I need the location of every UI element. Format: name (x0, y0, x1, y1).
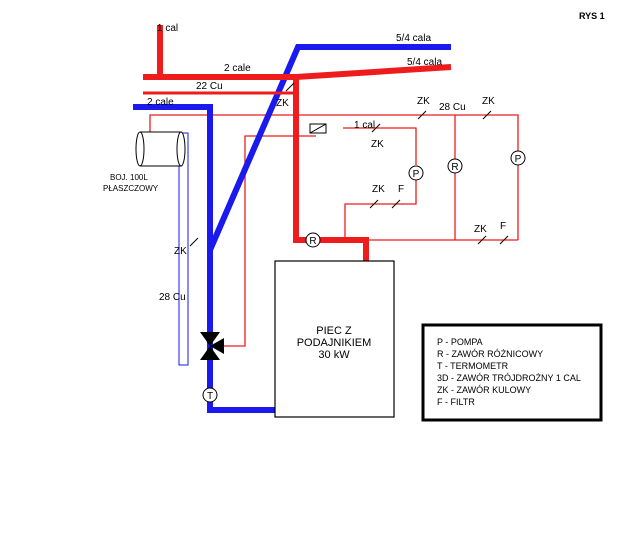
label-1cal-top: 1 cal (157, 23, 178, 34)
label-zk-left: ZK (174, 246, 187, 257)
label-zk-top-right: ZK (482, 96, 495, 107)
legend-item: P - POMPA (437, 337, 483, 347)
label-22cu: 22 Cu (196, 81, 223, 92)
tank-body (139, 131, 183, 167)
pump-b: P (510, 150, 526, 166)
label-f-right: F (500, 221, 506, 232)
legend-item: T - TERMOMETR (437, 361, 509, 371)
label-2cale-blue: 2 cale (147, 97, 174, 108)
three-way-valve-icon (200, 332, 224, 360)
legend-item: 3D - ZAWÓR TRÓJDROŻNY 1 CAL (437, 373, 581, 383)
label-54-red: 5/4 cala (407, 57, 442, 68)
label-28cu-top: 28 Cu (439, 102, 466, 113)
legend-item: ZK - ZAWÓR KULOWY (437, 385, 531, 395)
valve-r-mid-label: R (451, 162, 458, 173)
tank-label-1: BOJ. 100L (110, 173, 148, 182)
furnace-box (274, 260, 395, 418)
thermometer-label: T (207, 391, 213, 402)
label-f-mid: F (398, 184, 404, 195)
valve-r-bottom-label: R (309, 236, 316, 247)
tank-label-2: PŁASZCZOWY (103, 184, 159, 193)
thick-red-pipes (143, 25, 452, 262)
label-zk-top-left: ZK (276, 98, 289, 109)
label-28cu-left: 28 Cu (159, 292, 186, 303)
legend-box (421, 323, 603, 422)
furnace-label-2: PODAJNIKIEM (297, 337, 372, 349)
label-zk-lower-mid: ZK (372, 184, 385, 195)
boiler-tank (135, 131, 189, 366)
furnace-label-3: 30 kW (318, 349, 350, 361)
pump-a-label: P (413, 169, 420, 180)
mixing-valve-icon (309, 123, 327, 134)
valve-marks (189, 82, 509, 247)
tank-coil (178, 132, 189, 366)
pump-b-label: P (515, 154, 522, 165)
label-zk-branch: ZK (371, 139, 384, 150)
label-2cale-red: 2 cale (224, 63, 251, 74)
thermometer: T (202, 387, 218, 403)
thick-blue-pipes (133, 44, 451, 413)
label-zk-lower-right: ZK (474, 224, 487, 235)
pump-a: P (408, 165, 424, 181)
furnace-label-1: PIEC Z (316, 325, 352, 337)
figure-label: RYS 1 (579, 11, 605, 21)
legend-item: F - FILTR (437, 397, 475, 407)
differential-valve-bottom: R (305, 232, 321, 248)
differential-valve-mid: R (447, 158, 463, 174)
label-1cal: 1 cal (354, 120, 375, 131)
label-54-blue: 5/4 cala (396, 33, 431, 44)
label-zk-top-mid: ZK (417, 96, 430, 107)
legend-item: R - ZAWÓR RÓŻNICOWY (437, 349, 543, 359)
